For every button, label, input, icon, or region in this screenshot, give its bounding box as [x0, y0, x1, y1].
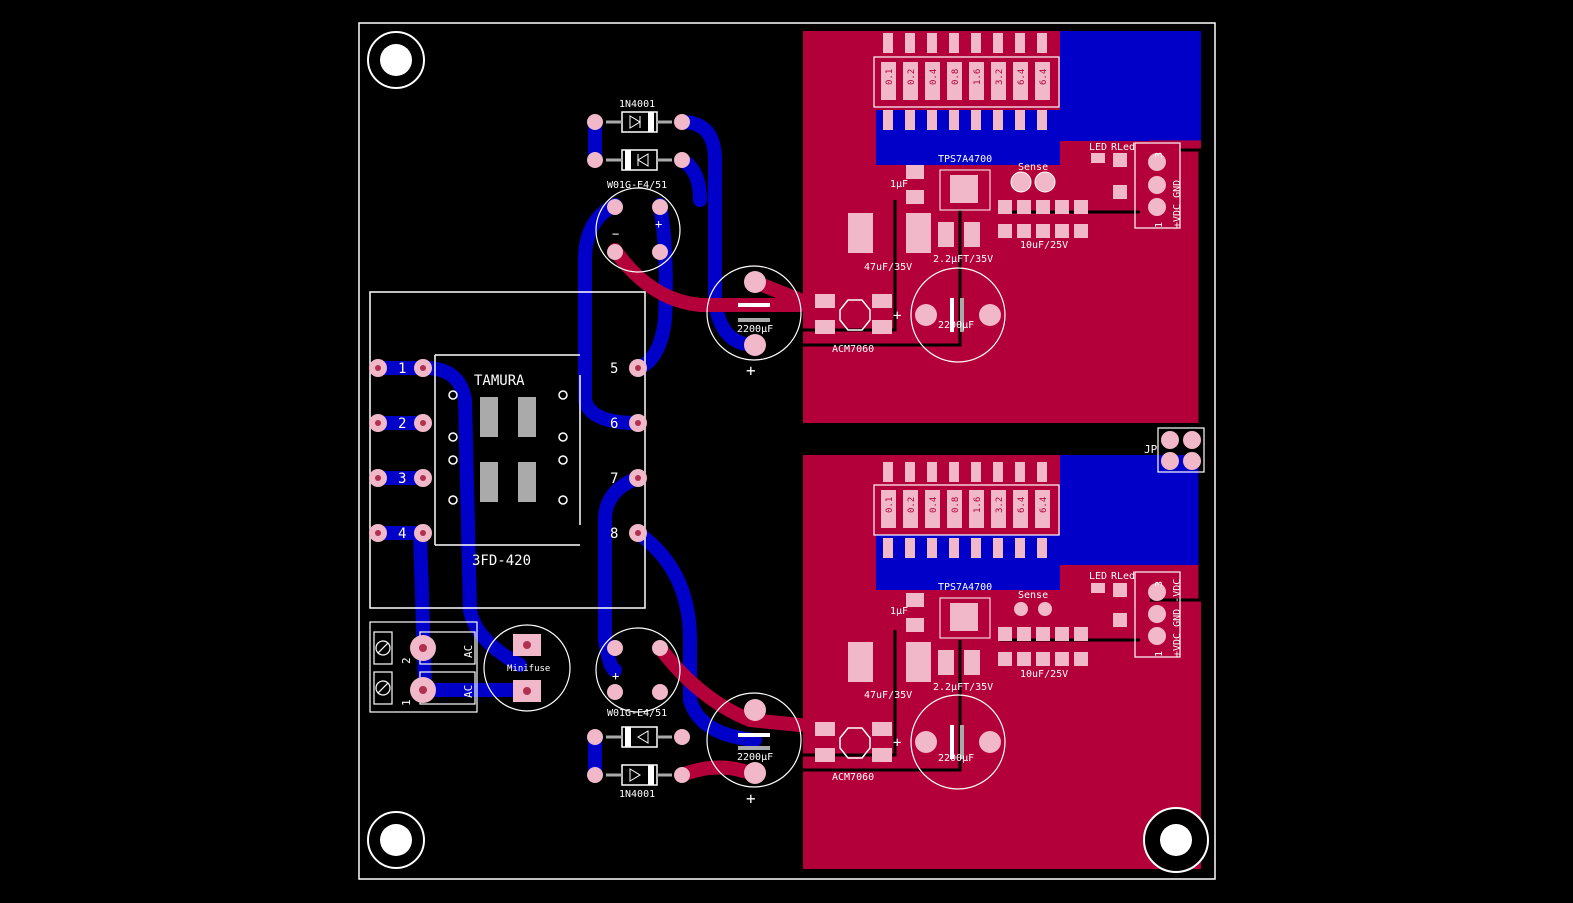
cap-top-left-label: 2200µF [737, 324, 773, 335]
regulator-section-top [848, 33, 1181, 253]
bridge-top [595, 187, 681, 273]
dip-label: 6.4 [1017, 497, 1027, 513]
pin-4-label: 4 [398, 526, 406, 542]
led-top-label: LED [1089, 142, 1107, 153]
chokes [815, 294, 892, 762]
terminal-ac-1: AC [462, 645, 475, 658]
bridge-top-plus: + [655, 217, 662, 231]
dip-label: 6.4 [1039, 497, 1049, 513]
dip-label: 1.6 [973, 69, 983, 85]
connector-top-pin1: 1 [1154, 222, 1165, 228]
jumper [1157, 427, 1205, 473]
choke-top-label: ACM7060 [832, 344, 874, 355]
dip-label: 0.2 [907, 497, 917, 513]
terminal-pin-1: 1 [400, 699, 413, 706]
diodes-bottom [587, 726, 690, 786]
connector-top-pin3: 3 [1154, 152, 1165, 158]
pin-5-label: 5 [610, 361, 618, 377]
diode-bottom-label: 1N4001 [619, 789, 655, 800]
cap10u-top-label: 10uF/25V [1020, 240, 1068, 251]
cap-bottom-right-label: 2200µF [938, 753, 974, 764]
board-outline [358, 22, 1216, 880]
cap-bottom-plus: + [746, 789, 756, 808]
cap47u-bottom-label: 47uF/35V [864, 690, 912, 701]
fuse-label: Minifuse [507, 664, 550, 674]
regulator-top-label: TPS7A4700 [938, 154, 992, 165]
regulator-section-bottom [848, 462, 1181, 682]
choke-bottom-label: ACM7060 [832, 772, 874, 783]
dip-label: 3.2 [995, 497, 1005, 513]
dip-label: 0.4 [929, 497, 939, 513]
terminal-ac-2: AC [462, 685, 475, 698]
dip-labels-top: 0.1 0.2 0.4 0.8 1.6 3.2 6.4 6.4 [885, 69, 1049, 85]
regulator-bottom-label: TPS7A4700 [938, 582, 992, 593]
bridge-bottom [595, 627, 681, 713]
pin-7-label: 7 [610, 471, 618, 487]
transformer-brand: TAMURA [474, 373, 525, 389]
pin-3-label: 3 [398, 471, 406, 487]
connector-top-label: +VDC GND [1172, 180, 1183, 228]
cap-right-bottom-plus: + [893, 735, 901, 751]
mounting-holes [367, 31, 1209, 873]
bridge-top-minus: − [612, 227, 619, 241]
connector-bottom-pin3: 3 [1154, 581, 1165, 587]
dip-label: 0.8 [951, 69, 961, 85]
cap1u-top-label: 1µF [890, 179, 908, 190]
minifuse [483, 624, 571, 712]
dip-label: 3.2 [995, 69, 1005, 85]
cap1u-bottom-label: 1µF [890, 606, 908, 617]
cap10u-bottom-label: 10uF/25V [1020, 669, 1068, 680]
rled-bottom-label: RLed [1111, 571, 1135, 582]
dip-label: 0.1 [885, 69, 895, 85]
jumper-label: JP [1144, 443, 1158, 456]
connector-bottom-label: +VDC GND -VDC [1172, 579, 1183, 657]
led-bottom-label: LED [1089, 571, 1107, 582]
sense-bottom-label: Sense [1018, 590, 1048, 601]
dip-labels-bottom: 0.1 0.2 0.4 0.8 1.6 3.2 6.4 6.4 [885, 497, 1049, 513]
terminal-pin-2: 2 [400, 657, 413, 664]
cap-bottom-left-label: 2200µF [737, 752, 773, 763]
diode-top-label: 1N4001 [619, 99, 655, 110]
dip-label: 0.4 [929, 69, 939, 85]
transformer [369, 291, 646, 609]
sense-top-label: Sense [1018, 162, 1048, 173]
cap-top-plus: + [746, 361, 756, 380]
cap22u-top-label: 2.2µFT/35V [933, 254, 993, 265]
dip-label: 0.8 [951, 497, 961, 513]
pin-2-label: 2 [398, 416, 406, 432]
cap-right-top-plus: + [893, 308, 901, 324]
pin-8-label: 8 [610, 526, 618, 542]
cap-top-right-label: 2200µF [938, 320, 974, 331]
dip-label: 0.1 [885, 497, 895, 513]
pin-1-label: 1 [398, 361, 406, 377]
bridge-bottom-plus: + [612, 669, 619, 683]
dip-label: 0.2 [907, 69, 917, 85]
pin-6-label: 6 [610, 416, 618, 432]
bridge-top-label: W01G-E4/51 [607, 180, 667, 191]
transformer-part: 3FD-420 [472, 553, 531, 569]
transformer-pad-holes [375, 365, 641, 536]
diodes-top [587, 111, 690, 171]
connector-bottom-pin1: 1 [1154, 651, 1165, 657]
bridge-bottom-label: W01G-E4/51 [607, 708, 667, 719]
cap22u-bottom-label: 2.2µFT/35V [933, 682, 993, 693]
dip-label: 6.4 [1017, 69, 1027, 85]
rled-top-label: RLed [1111, 142, 1135, 153]
dip-label: 6.4 [1039, 69, 1049, 85]
cap47u-top-label: 47uF/35V [864, 262, 912, 273]
dip-label: 1.6 [973, 497, 983, 513]
big-caps [706, 265, 1006, 790]
